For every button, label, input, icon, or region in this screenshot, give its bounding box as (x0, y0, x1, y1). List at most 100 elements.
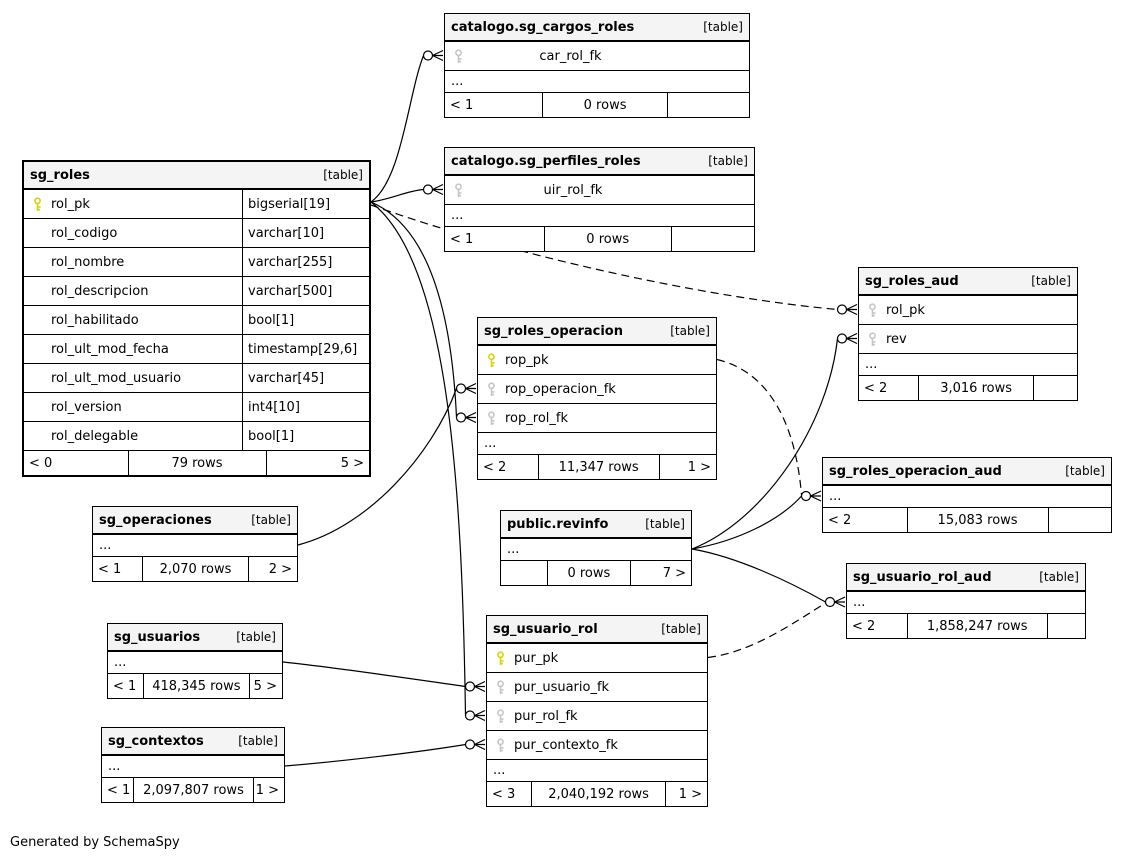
fk-endpoint-marker (422, 49, 444, 62)
table-type-tag: [table] (1039, 570, 1079, 584)
edge-sg-contextos-to-pur-contexto-fk (284, 743, 466, 767)
table-footer: < 2 11,347 rows 1 > (478, 455, 716, 479)
parent-count: < 1 (98, 561, 122, 577)
table-name[interactable]: sg_usuario_rol_aud (853, 569, 992, 585)
column-row: uir_rol_fk (445, 176, 754, 205)
column-type: varchar[45] (242, 363, 369, 393)
table-name[interactable]: sg_roles_operacion (484, 323, 623, 339)
column-type: varchar[10] (242, 218, 369, 248)
table-name[interactable]: sg_operaciones (99, 512, 212, 528)
column-name: car_rol_fk (539, 48, 602, 64)
more-columns-ellipsis: ... (847, 592, 1085, 614)
foreign-key-icon (865, 331, 879, 347)
table-name[interactable]: catalogo.sg_perfiles_roles (451, 153, 641, 169)
table-type-tag: [table] (251, 513, 291, 527)
table-header[interactable]: sg_usuario_rol [table] (487, 616, 707, 644)
row-count: 2,097,807 rows (132, 778, 253, 802)
table-name[interactable]: sg_contextos (108, 733, 204, 749)
column-row: rop_rol_fk (478, 404, 716, 433)
table-sg-operaciones: sg_operaciones [table] ... < 1 2,070 row… (92, 506, 298, 582)
primary-key-icon (30, 196, 44, 212)
table-header[interactable]: sg_usuarios [table] (108, 624, 282, 652)
parent-count: < 0 (29, 455, 53, 471)
column-name: pur_usuario_fk (514, 679, 610, 695)
more-columns-ellipsis: ... (93, 535, 297, 557)
table-name[interactable]: catalogo.sg_cargos_roles (451, 19, 635, 35)
table-header[interactable]: sg_contextos [table] (102, 728, 284, 756)
table-header[interactable]: public.revinfo [table] (501, 511, 691, 539)
table-footer: < 1 418,345 rows 5 > (108, 674, 282, 698)
fk-endpoint-marker (422, 183, 444, 196)
table-header[interactable]: catalogo.sg_perfiles_roles [table] (445, 148, 754, 176)
column-name: rol_pk (886, 302, 925, 318)
table-type-tag: [table] (708, 154, 748, 168)
table-name[interactable]: sg_usuarios (114, 629, 201, 645)
table-header[interactable]: sg_roles_operacion_aud [table] (823, 458, 1111, 486)
fk-endpoint-marker (464, 680, 486, 693)
table-name[interactable]: sg_roles_aud (865, 273, 959, 289)
table-header[interactable]: sg_usuario_rol_aud [table] (847, 564, 1085, 592)
column-row: rop_pk (478, 346, 716, 375)
table-footer: < 2 15,083 rows (823, 508, 1111, 532)
column-name: rol_habilitado (51, 312, 139, 328)
column-name: pur_pk (514, 650, 559, 666)
table-type-tag: [table] (238, 734, 278, 748)
table-type-tag: [table] (1031, 274, 1071, 288)
table-header[interactable]: catalogo.sg_cargos_roles [table] (445, 14, 749, 42)
edge-sg-usuarios-to-pur-usuario-fk (282, 661, 466, 688)
table-name[interactable]: sg_roles (30, 167, 90, 183)
child-count (670, 227, 754, 251)
fk-endpoint-marker (464, 709, 486, 722)
table-name[interactable]: sg_usuario_rol (493, 621, 598, 637)
foreign-key-icon (451, 182, 465, 198)
table-header[interactable]: sg_roles [table] (24, 162, 369, 190)
more-columns-ellipsis: ... (445, 205, 754, 227)
column-row: rol_delegable bool[1] (24, 421, 369, 451)
fk-endpoint-marker (455, 382, 477, 395)
table-header[interactable]: sg_roles_operacion [table] (478, 318, 716, 346)
column-row: rev (859, 325, 1077, 354)
table-footer: < 1 2,097,807 rows 1 > (102, 778, 284, 802)
table-header[interactable]: sg_roles_aud [table] (859, 268, 1077, 296)
child-count: 1 > (658, 455, 716, 479)
column-name: rol_codigo (51, 225, 118, 241)
row-count: 1,858,247 rows (906, 614, 1047, 638)
edge-rop-pk-to-sg-roles-operacion-aud (716, 358, 803, 496)
column-name: rol_ult_mod_fecha (51, 341, 169, 357)
table-footer: < 2 1,858,247 rows (847, 614, 1085, 638)
more-columns-ellipsis: ... (487, 760, 707, 782)
column-type: timestamp[29,6] (242, 334, 369, 364)
child-count: 2 > (248, 557, 297, 581)
edge-sg-roles-to-rop-rol-fk (370, 201, 458, 418)
table-name[interactable]: public.revinfo (507, 516, 609, 532)
child-count: 5 > (265, 451, 370, 475)
row-count: 11,347 rows (537, 455, 659, 479)
foreign-key-icon (493, 737, 507, 753)
column-row: rol_pk bigserial[19] (24, 189, 369, 219)
table-sg-usuario-rol-aud: sg_usuario_rol_aud [table] ... < 2 1,858… (846, 563, 1086, 639)
column-type: int4[10] (242, 392, 369, 422)
table-footer: < 1 0 rows (445, 93, 749, 117)
row-count: 15,083 rows (906, 508, 1048, 532)
column-row: rol_habilitado bool[1] (24, 305, 369, 335)
parent-count: < 1 (113, 678, 137, 694)
table-name[interactable]: sg_roles_operacion_aud (829, 463, 1002, 479)
edge-revinfo-to-sg-roles-operacion-aud (691, 495, 802, 550)
table-type-tag: [table] (703, 20, 743, 34)
table-type-tag: [table] (670, 324, 710, 338)
table-sg-roles-operacion-aud: sg_roles_operacion_aud [table] ... < 2 1… (822, 457, 1112, 533)
edge-revinfo-to-sg-usuario-rol-aud (691, 548, 826, 603)
generated-by-note: Generated by SchemaSpy (10, 835, 180, 850)
table-header[interactable]: sg_operaciones [table] (93, 507, 297, 535)
child-count: 1 > (253, 778, 284, 802)
row-count: 0 rows (546, 561, 631, 585)
column-type: bool[1] (242, 305, 369, 335)
row-count: 0 rows (542, 93, 667, 117)
table-footer: < 2 3,016 rows (859, 376, 1077, 400)
edge-sg-roles-to-sg-roles-aud (370, 204, 838, 311)
column-name: uir_rol_fk (543, 182, 603, 198)
more-columns-ellipsis: ... (859, 354, 1077, 376)
foreign-key-icon (493, 679, 507, 695)
